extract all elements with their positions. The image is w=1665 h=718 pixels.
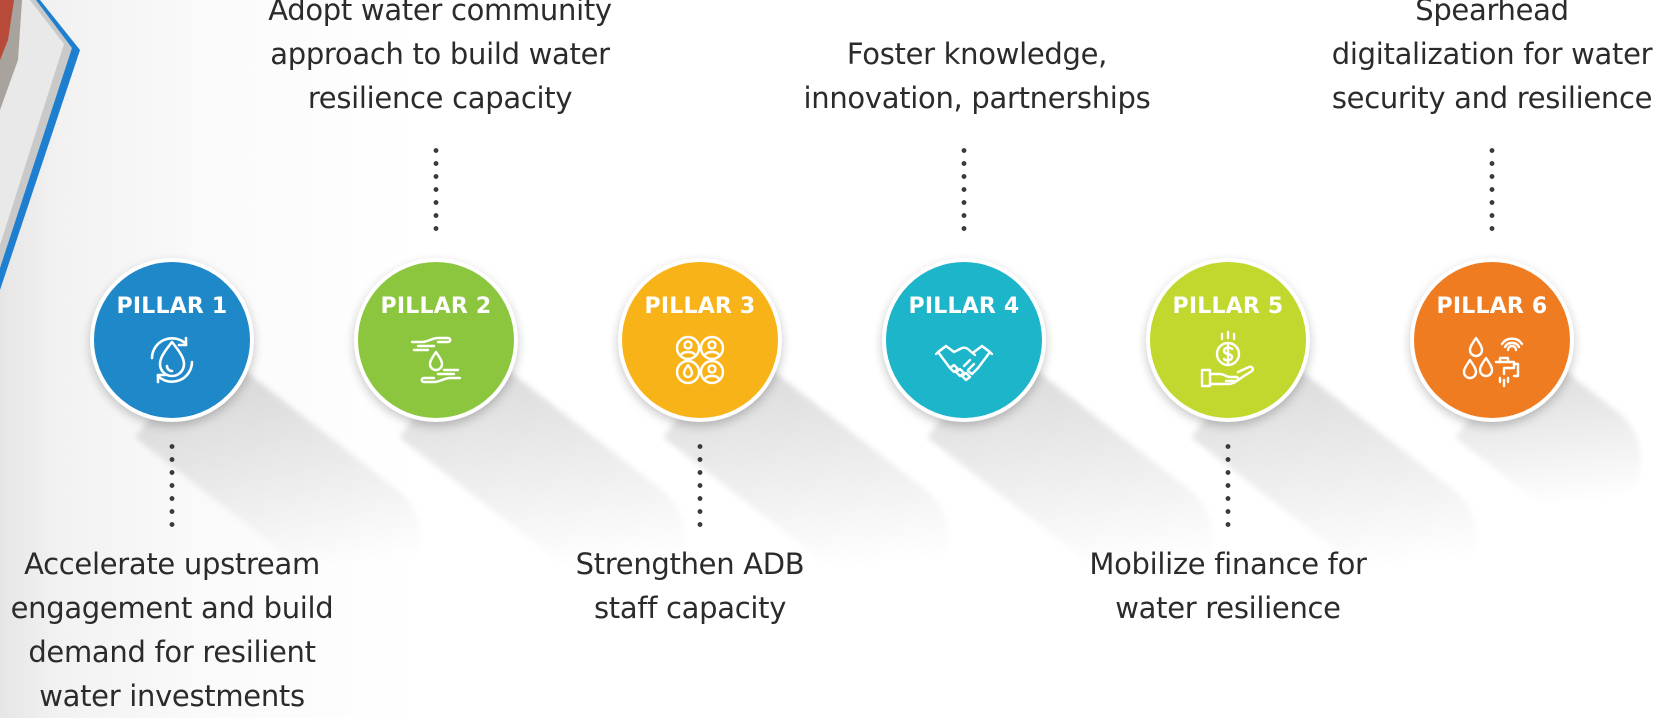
pillar-6-connector xyxy=(1489,144,1495,234)
pillar-1-connector xyxy=(169,440,175,530)
pillar-1-description-line-1: Accelerate upstream xyxy=(24,547,320,581)
pillar-3-connector xyxy=(697,440,703,530)
pillar-6-description-line-2: digitalization for water xyxy=(1331,37,1653,71)
pillar-5-description-line-1: Mobilize finance for xyxy=(1089,547,1367,581)
pillar-6-description-line-1: Spearhead xyxy=(1415,0,1569,27)
pillar-2-description-line-3: resilience capacity xyxy=(307,81,573,115)
handshake-icon xyxy=(932,328,996,392)
book-corner-decoration xyxy=(0,0,80,290)
water-cycle-icon xyxy=(140,328,204,392)
pillar-2-connector xyxy=(433,144,439,234)
pillar-1-title: PILLAR 1 xyxy=(116,294,228,319)
pillar-4-circle: PILLAR 4 xyxy=(882,258,1046,422)
pillar-3-circle: PILLAR 3 xyxy=(618,258,782,422)
pillar-5-circle: PILLAR 5 xyxy=(1146,258,1310,422)
people-network-icon xyxy=(668,328,732,392)
pillar-5-description-line-2: water resilience xyxy=(1115,591,1341,625)
pillar-4-description: Foster knowledge, innovation, partnershi… xyxy=(757,32,1197,120)
pillar-5-connector xyxy=(1225,440,1231,530)
pillar-4-connector xyxy=(961,144,967,234)
pillar-6-circle: PILLAR 6 xyxy=(1410,258,1574,422)
pillar-1-circle: PILLAR 1 xyxy=(90,258,254,422)
pillar-2-circle: PILLAR 2 xyxy=(354,258,518,422)
pillar-3-description-line-2: staff capacity xyxy=(593,591,787,625)
pillar-6-description: Spearhead digitalization for water secur… xyxy=(1292,0,1665,120)
pillar-2-description: Adopt water community approach to build … xyxy=(250,0,630,120)
pillar-1-description-line-2: engagement and build xyxy=(10,591,334,625)
pillar-4-description-line-1: Foster knowledge, xyxy=(846,37,1108,71)
pillar-5-title: PILLAR 5 xyxy=(1172,294,1284,319)
pillar-1-description: Accelerate upstream engagement and build… xyxy=(0,542,362,718)
pillar-4-title: PILLAR 4 xyxy=(908,294,1020,319)
pillar-1-description-line-3: demand for resilient xyxy=(28,635,316,669)
pillar-1-description-line-4: water investments xyxy=(39,679,305,713)
pillar-6-description-line-3: security and resilience xyxy=(1331,81,1653,115)
pillar-3-description: Strengthen ADB staff capacity xyxy=(500,542,880,630)
pillar-3-description-line-1: Strengthen ADB xyxy=(575,547,805,581)
pillar-2-description-line-1: Adopt water community xyxy=(268,0,612,27)
pillar-3-title: PILLAR 3 xyxy=(644,294,756,319)
pillar-4-description-line-2: innovation, partnerships xyxy=(803,81,1151,115)
pillar-2-description-line-2: approach to build water xyxy=(270,37,610,71)
pillar-6-title: PILLAR 6 xyxy=(1436,294,1548,319)
pillar-2-title: PILLAR 2 xyxy=(380,294,492,319)
pillar-5-description: Mobilize finance for water resilience xyxy=(1038,542,1418,630)
smart-water-tap-icon xyxy=(1460,328,1524,392)
hand-coin-icon xyxy=(1196,328,1260,392)
hands-water-drop-icon xyxy=(404,328,468,392)
